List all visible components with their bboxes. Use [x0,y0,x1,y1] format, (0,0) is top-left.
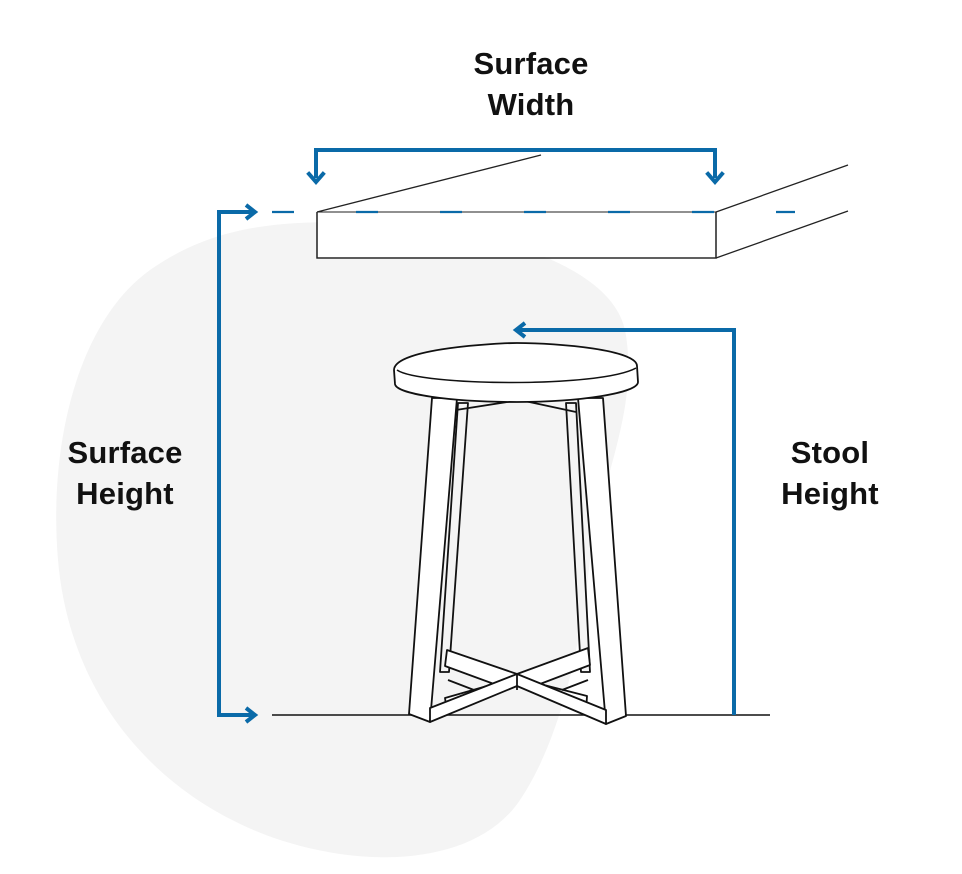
stool-height-label-line2: Height [781,476,879,511]
surface-width-label-line1: Surface [473,46,589,81]
surface-height-label-line1: Surface [67,435,183,470]
countertop-front-face [318,213,715,257]
surface-height-bracket [217,210,254,717]
left-arrow-icon [512,321,527,339]
right-arrow-icon [244,203,259,724]
stool-height-label: Stool Height [750,432,910,514]
surface-width-label-line2: Width [487,87,575,122]
surface-height-label: Surface Height [40,432,210,514]
background-blob [56,222,629,858]
stool-height-label-line1: Stool [790,435,870,470]
stool-illustration [393,342,639,725]
stool-height-bracket [518,328,736,715]
surface-width-bracket [314,148,717,178]
surface-width-label: Surface Width [426,43,636,125]
surface-height-label-line2: Height [76,476,174,511]
down-arrow-icon [306,171,725,186]
